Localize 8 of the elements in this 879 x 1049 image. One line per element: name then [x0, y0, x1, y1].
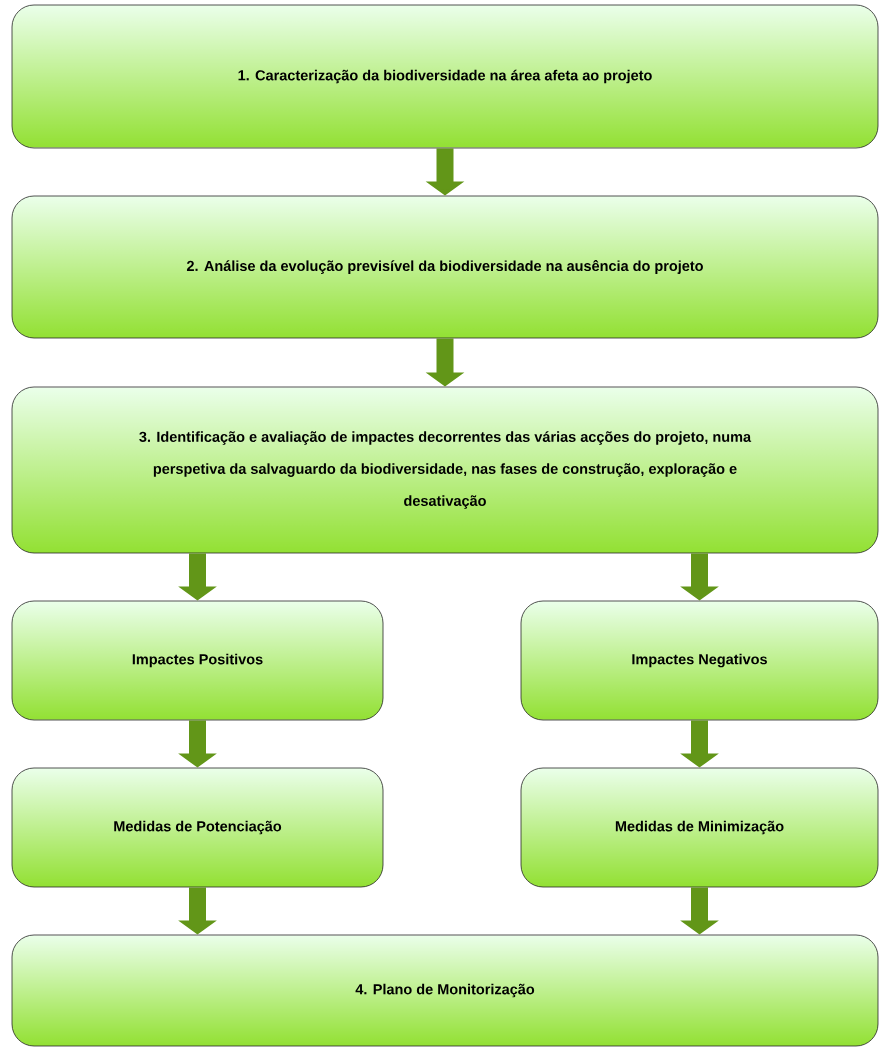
process-box: 3. Identificação e avaliação de impactes decorrentes das várias acções do projeto, numa perspetiva da salvaguardo da biodiversidade, nas fases de construção, exploração e desativação: [11, 386, 879, 554]
process-box: Impactes Negativos: [520, 600, 879, 721]
process-box: Medidas de Potenciação: [11, 767, 384, 888]
process-box: Medidas de Minimização: [520, 767, 879, 888]
process-box: 1. Caracterização da biodiversidade na área afeta ao projeto: [11, 4, 879, 149]
process-box: Impactes Positivos: [11, 600, 384, 721]
process-box: 2. Análise da evolução previsível da biodiversidade na ausência do projeto: [11, 195, 879, 339]
process-box: 4. Plano de Monitorização: [11, 934, 879, 1047]
